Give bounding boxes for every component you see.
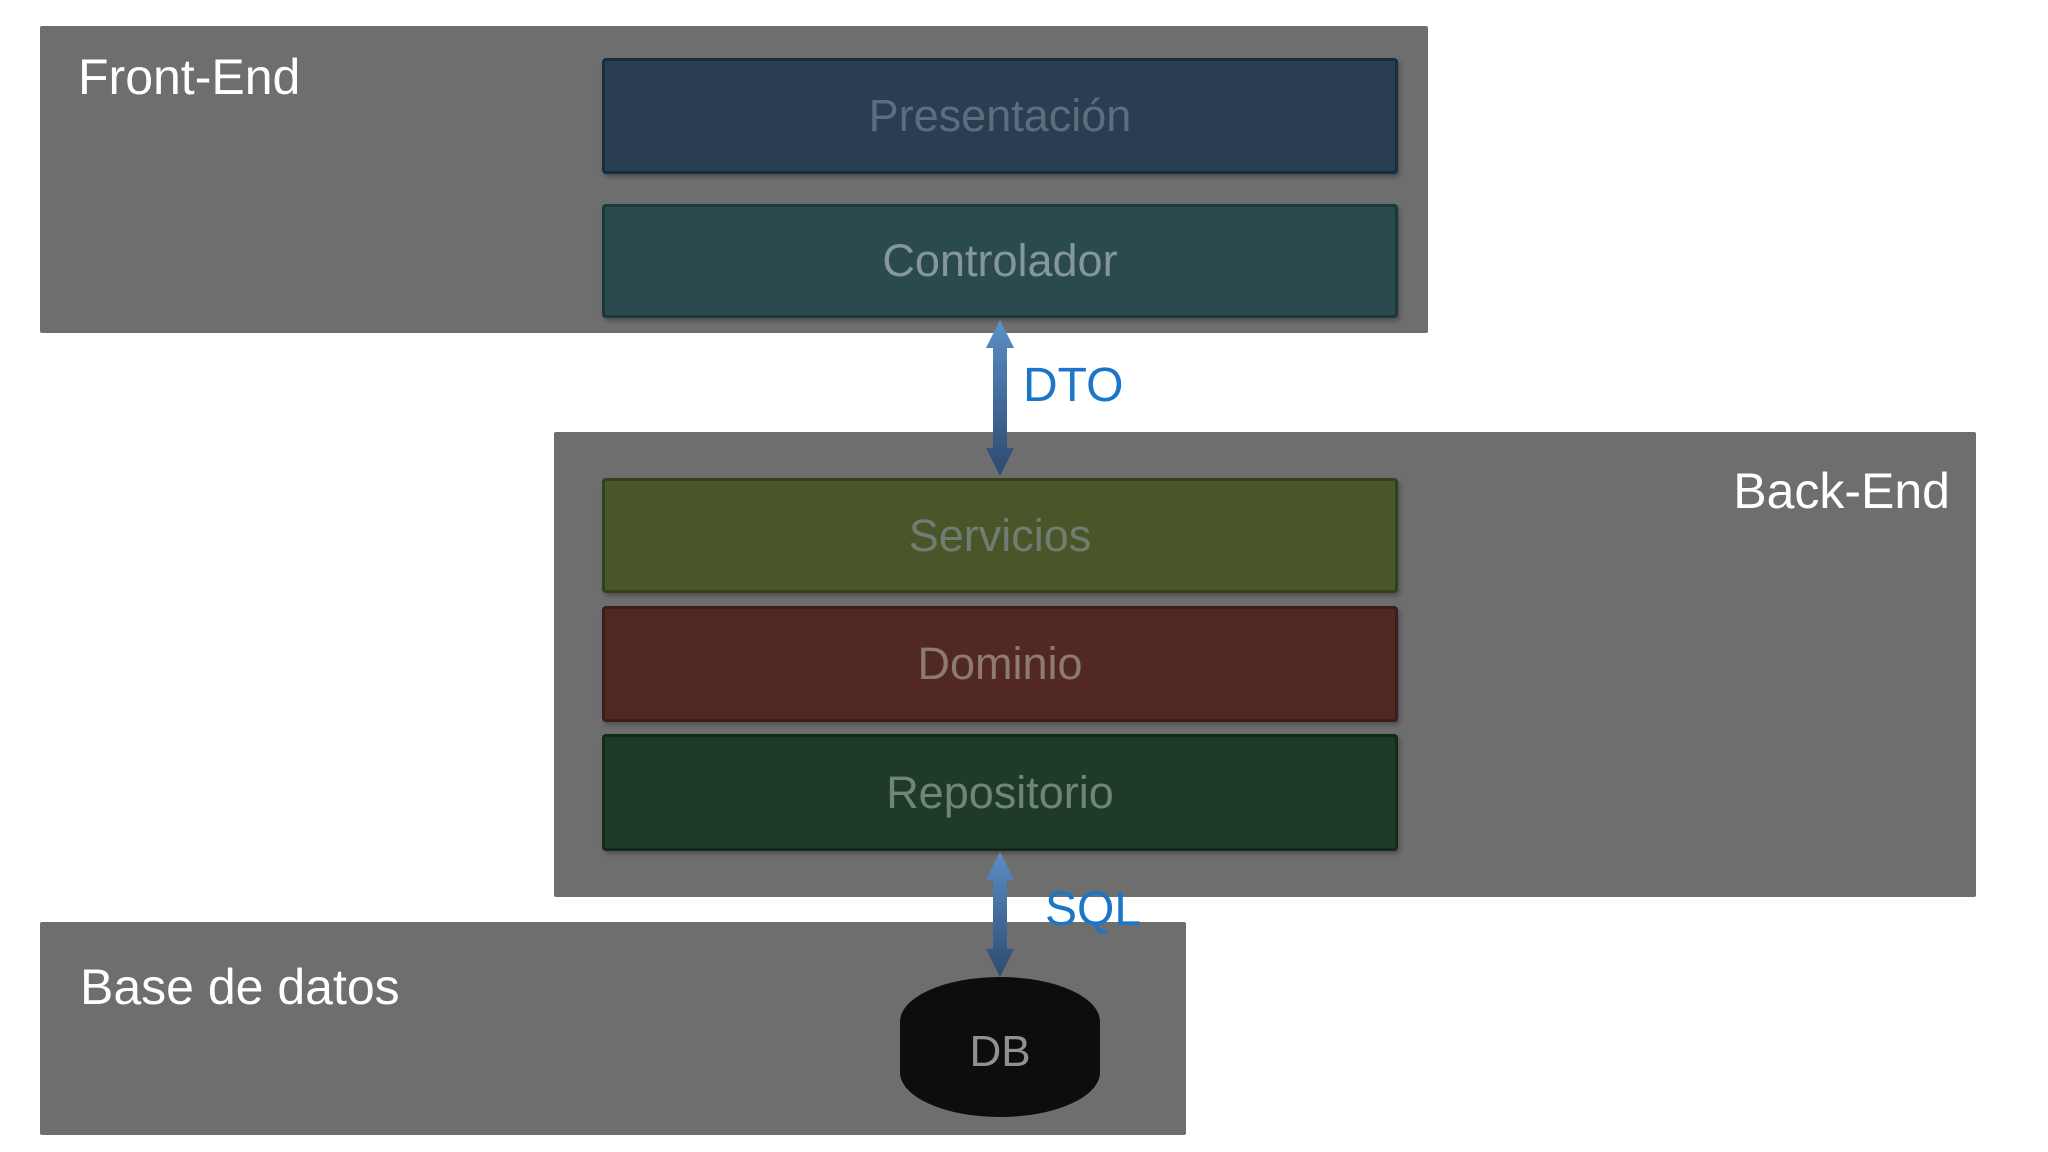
dto-double-arrow-icon bbox=[986, 320, 1014, 476]
backend-label: Back-End bbox=[1733, 463, 1950, 519]
layer-dominio: Dominio bbox=[602, 606, 1398, 722]
layer-servicios: Servicios bbox=[602, 478, 1398, 593]
frontend-container: Front-End Presentación Controlador bbox=[40, 26, 1428, 333]
db-cylinder-label: DB bbox=[969, 1027, 1031, 1076]
layer-presentacion: Presentación bbox=[602, 58, 1398, 174]
layer-dominio-label: Dominio bbox=[917, 638, 1083, 689]
database-cylinder-icon: DB bbox=[900, 977, 1100, 1117]
backend-container: Back-End Servicios Dominio Repositorio bbox=[554, 432, 1976, 897]
layer-controlador: Controlador bbox=[602, 204, 1398, 318]
dto-connector-label: DTO bbox=[1023, 359, 1124, 412]
frontend-label: Front-End bbox=[78, 49, 301, 105]
layer-repositorio-label: Repositorio bbox=[886, 766, 1114, 818]
layer-presentacion-label: Presentación bbox=[868, 90, 1132, 141]
database-label: Base de datos bbox=[80, 959, 400, 1015]
layer-controlador-label: Controlador bbox=[882, 235, 1118, 286]
sql-connector-label: SQL bbox=[1045, 883, 1142, 936]
layer-servicios-label: Servicios bbox=[908, 509, 1092, 561]
layer-repositorio: Repositorio bbox=[602, 734, 1398, 851]
sql-double-arrow-icon bbox=[986, 852, 1014, 977]
